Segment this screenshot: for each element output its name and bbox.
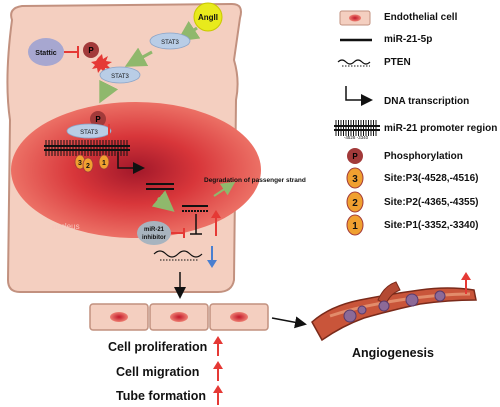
- binding-sites: 3 2 1: [74, 154, 110, 173]
- passenger-strand-degradation: Degradation of passenger strand: [204, 177, 306, 197]
- legend-site-p1-label: Site:P1(-3352,-3340): [384, 220, 479, 231]
- outcome-cell-proliferation: Cell proliferation: [108, 340, 208, 354]
- legend-mir-label: miR-21-5p: [384, 34, 433, 45]
- legend-endothelial-cell-label: Endothelial cell: [384, 12, 458, 23]
- stat3-cytoplasm-top: STAT3: [149, 32, 191, 50]
- stat3-mid-label: STAT3: [111, 74, 129, 80]
- site-3-nuclear: 3: [78, 160, 82, 167]
- phospho-top-letter: P: [88, 46, 94, 55]
- stattic-inhibitor: Stattic: [28, 38, 79, 66]
- outcome-angiogenesis: Angiogenesis: [352, 346, 434, 360]
- site-1-nuclear: 1: [102, 160, 106, 167]
- outcome-cell-migration: Cell migration: [116, 365, 200, 379]
- site-2-nuclear: 2: [86, 163, 90, 170]
- transcription-arrow: [117, 152, 145, 174]
- phospho-nuclear-letter: P: [95, 115, 101, 124]
- outcome-up-arrows: [213, 336, 223, 405]
- svg-text:3: 3: [352, 174, 358, 185]
- svg-text:2: 2: [352, 198, 358, 209]
- promoter-dna: [44, 140, 130, 156]
- mirna-duplex-nuclear: [146, 183, 174, 190]
- stat3-cytoplasm-mid: STAT3: [99, 66, 141, 84]
- legend-site-1-icon: [346, 214, 364, 236]
- mirna-mature: [182, 205, 208, 212]
- endothelial-cell-row: [89, 303, 269, 331]
- mir21-inhibitor-line2: inhibitor: [142, 235, 167, 241]
- angii-ligand: AngII: [193, 2, 223, 32]
- legend-promoter-label: miR-21 promoter region: [384, 123, 498, 134]
- angiogenesis-arrow: [271, 316, 307, 329]
- pten-mrna: [153, 250, 203, 261]
- legend-promoter-icon: [334, 120, 380, 136]
- mir21-inhibitor-line1: miR-21: [144, 227, 165, 233]
- mirna-up-arrow: [211, 210, 221, 236]
- degradation-label: Degradation of passenger strand: [204, 177, 306, 184]
- legend-site-p2-label: Site:P2(-4365,-4355): [384, 197, 479, 208]
- outcome-tube-formation: Tube formation: [116, 389, 207, 403]
- legend-site-3-icon: [346, 167, 364, 189]
- pten-down-arrow: [207, 246, 217, 268]
- angiogenesis-up-arrow: [461, 272, 471, 294]
- angii-label: AngII: [198, 13, 218, 22]
- legend-promoter-range: -4528 -3340: [344, 135, 369, 140]
- svg-text:P: P: [352, 152, 358, 161]
- stat3-nuclear-label: STAT3: [80, 130, 98, 136]
- legend-site-p3-label: Site:P3(-4528,-4516): [384, 173, 479, 184]
- nucleus-label: nucleus: [52, 222, 80, 231]
- nucleus: nucleus: [11, 102, 261, 238]
- phospho-top: P: [83, 42, 112, 73]
- svg-text:1: 1: [352, 221, 358, 232]
- legend-phospho-icon: [347, 148, 363, 164]
- stattic-label: Stattic: [35, 50, 57, 57]
- stat3-top-label: STAT3: [161, 40, 179, 46]
- pten-inhibition: [190, 214, 202, 235]
- legend-site-2-icon: [346, 191, 364, 213]
- legend-phosphorylation-label: Phosphorylation: [384, 151, 463, 162]
- blood-vessel-illustration: [311, 281, 477, 342]
- mir21-inhibitor: miR-21 inhibitor: [137, 221, 185, 245]
- legend-icons: -4528 -3340 P 3 2 1: [334, 10, 380, 236]
- legend-dna-transcription-label: DNA transcription: [384, 96, 470, 107]
- legend-pten-icon: [337, 59, 371, 65]
- legend-pten-label: PTEN: [384, 57, 411, 68]
- legend-transcription-icon: [345, 86, 373, 106]
